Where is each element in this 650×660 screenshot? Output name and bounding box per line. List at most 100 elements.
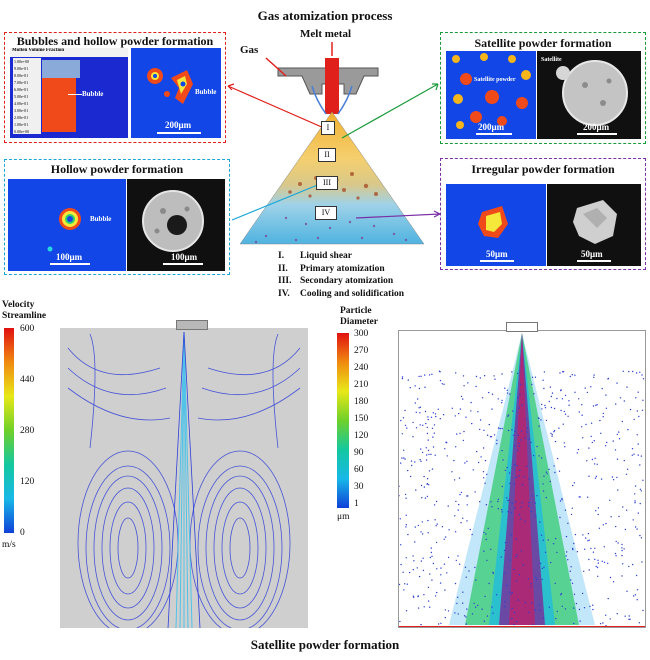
particle-dot: [524, 520, 526, 523]
particle-dot: [460, 522, 462, 524]
particle-dot: [638, 622, 641, 624]
particle-dot: [618, 438, 621, 440]
gas-label: Gas: [240, 44, 259, 56]
particle-dot: [427, 418, 429, 421]
particle-dot: [609, 499, 611, 501]
particle-dot: [405, 557, 407, 559]
particle-dot: [465, 616, 467, 618]
particle-dot: [556, 551, 558, 554]
particle-dot: [424, 374, 426, 376]
particle-dot: [586, 391, 589, 394]
particle-dot: [540, 534, 543, 536]
particle-dot: [507, 499, 509, 502]
particle-dot: [560, 409, 562, 412]
particle-tick: 240: [354, 363, 369, 373]
particle-dot: [454, 415, 456, 417]
particle-dot: [400, 563, 402, 566]
particle-dot: [619, 397, 622, 399]
particle-dot: [417, 607, 420, 609]
particle-dot: [622, 563, 624, 565]
particle-unit: μm: [337, 512, 350, 522]
satellite-box-title: Satellite powder formation: [474, 36, 612, 50]
arrow-to-irregular: [355, 213, 441, 219]
particle-dot: [556, 610, 558, 613]
particle-dot: [455, 372, 457, 374]
molten-legend-title: Molten Volume Fraction: [12, 48, 65, 53]
particle-dot: [517, 434, 519, 436]
particle-dot: [567, 415, 569, 417]
particle-dot: [540, 457, 543, 459]
particle-dot: [484, 459, 487, 462]
particle-dot: [400, 462, 402, 464]
particle-dot: [618, 431, 620, 433]
particle-dot: [429, 556, 431, 559]
particle-dot: [559, 372, 561, 374]
particle-dot: [528, 438, 530, 440]
particle-dot: [403, 457, 405, 459]
particle-dot: [564, 413, 567, 415]
particle-dot: [641, 374, 643, 376]
particle-dot: [544, 404, 546, 407]
particle-dot: [603, 561, 606, 563]
particle-dot: [526, 431, 528, 433]
particle-dot: [539, 609, 541, 612]
particle-dot: [634, 500, 636, 502]
particle-dot: [414, 461, 416, 463]
particle-dot: [484, 595, 486, 598]
particle-dot: [541, 403, 543, 406]
particle-dot: [513, 483, 516, 485]
particle-dot: [624, 528, 627, 531]
particle-dot: [443, 538, 445, 540]
particle-dot: [447, 505, 449, 507]
particle-dot: [427, 532, 429, 534]
particle-dot: [565, 555, 567, 557]
particle-dot: [531, 383, 533, 386]
particle-dot: [420, 460, 422, 462]
particle-dot: [488, 423, 490, 426]
particle-dot: [468, 570, 470, 572]
particle-dot: [615, 540, 617, 543]
particle-dot: [467, 382, 469, 384]
particle-dot: [585, 537, 587, 539]
particle-dot: [560, 594, 562, 596]
particle-dot: [453, 479, 456, 481]
particle-dot: [474, 566, 476, 569]
particle-dot: [602, 412, 604, 415]
particle-dot: [515, 538, 517, 540]
particle-dot: [639, 502, 641, 505]
particle-dot: [590, 547, 592, 550]
hollow-box: Hollow powder formation Bubble 100μm 100…: [4, 159, 230, 275]
particle-dot: [401, 457, 403, 459]
particle-dot: [426, 426, 428, 429]
particle-dot: [544, 551, 547, 553]
particle-dot: [543, 617, 545, 619]
particle-dot: [571, 374, 573, 376]
particle-dot: [570, 513, 573, 516]
particle-dot: [403, 449, 405, 451]
bubble-scale: 200μm: [165, 120, 192, 130]
particle-dot: [628, 615, 630, 617]
particle-dot: [642, 378, 645, 380]
particle-dot: [642, 399, 644, 401]
irregular-scale-sem: 50μm: [581, 249, 603, 259]
particle-dot: [553, 407, 556, 410]
particle-dot: [531, 602, 533, 604]
particle-dot: [423, 594, 425, 596]
particle-dot: [561, 398, 564, 400]
particle-dot: [497, 500, 499, 503]
stage-item: III.Secondary atomization: [278, 276, 394, 286]
particle-dot: [434, 454, 436, 456]
particle-dot: [520, 430, 523, 432]
particle-dot: [456, 602, 458, 605]
particle-dot: [539, 562, 542, 565]
particle-dot: [626, 590, 628, 592]
bubble-particle-shapes: [147, 68, 193, 104]
particle-dot: [524, 601, 526, 604]
particle-dot: [463, 430, 465, 433]
particle-dot: [423, 606, 425, 608]
particle-dot: [439, 379, 442, 382]
particle-dot: [540, 419, 542, 421]
particle-dot: [519, 383, 522, 385]
particle-dot: [538, 455, 540, 457]
particle-dot: [412, 421, 414, 424]
